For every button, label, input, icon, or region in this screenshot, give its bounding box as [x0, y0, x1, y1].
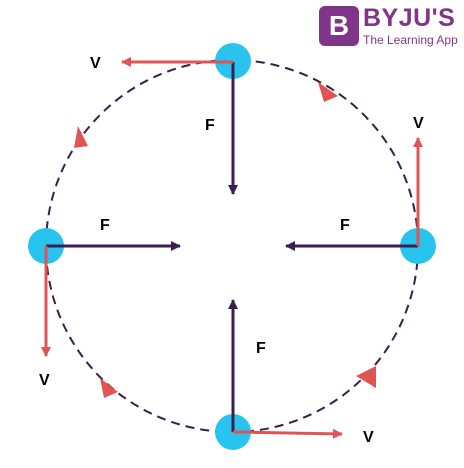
- velocity-label-right: V: [413, 115, 424, 132]
- byjus-logo: B BYJU'S The Learning App: [319, 4, 459, 48]
- logo-name: BYJU'S: [363, 4, 456, 32]
- force-label-left: F: [100, 217, 110, 234]
- path-direction-arrow-bottom-left: [100, 378, 118, 398]
- velocity-label-bottom: V: [363, 429, 374, 446]
- velocity-label-top: V: [90, 55, 101, 72]
- path-direction-arrow-top-left: [74, 126, 88, 148]
- force-label-bottom: F: [256, 340, 266, 357]
- logo-badge-letter: B: [328, 10, 350, 41]
- logo-badge: B: [319, 6, 359, 46]
- path-direction-arrow-bottom-right: [356, 366, 376, 388]
- force-label-right: F: [340, 217, 350, 234]
- force-label-top: F: [205, 117, 215, 134]
- velocity-arrow-bottom: [232, 428, 343, 439]
- velocity-label-left: V: [39, 372, 50, 389]
- logo-tagline: The Learning App: [363, 33, 458, 47]
- path-direction-arrow-top-right: [318, 82, 338, 102]
